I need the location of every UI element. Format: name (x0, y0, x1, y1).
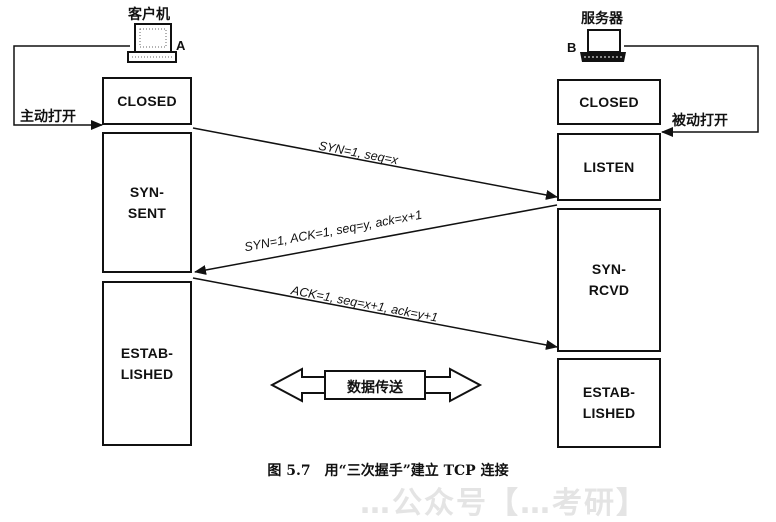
client-computer-icon (127, 23, 177, 63)
syn-arrow (192, 127, 558, 200)
client-title: 客户机 (128, 7, 170, 23)
client-state-closed: CLOSED (102, 77, 192, 125)
watermark-text: …公众号【…考研】 (360, 486, 648, 521)
diagram-canvas (13, 23, 759, 403)
server-computer-icon (580, 29, 626, 62)
server-state-established: ESTAB- LISHED (557, 358, 661, 448)
client-action-label: 主动打开 (20, 109, 76, 125)
figure-caption: 图 5.7 用“三次握手”建立 TCP 连接 (267, 463, 509, 479)
server-state-syn-rcvd: SYN- RCVD (557, 208, 661, 352)
data-transfer-box (324, 370, 426, 400)
client-state-established: ESTAB- LISHED (102, 281, 192, 446)
server-state-listen: LISTEN (557, 133, 661, 201)
server-tag: B (567, 40, 577, 55)
syn-ack-arrow (194, 204, 558, 275)
server-action-label: 被动打开 (672, 113, 728, 129)
tcp-three-way-handshake-diagram: 客户机 A 主动打开 服务器 B 被动打开 CLOSED SYN- SENT E… (13, 7, 759, 521)
passive-open-arrow (624, 45, 759, 137)
server-state-closed: CLOSED (557, 79, 661, 125)
ack-arrow (192, 277, 558, 350)
client-tag: A (176, 38, 186, 53)
server-title: 服务器 (581, 11, 623, 27)
data-transfer-label: 数据传送 (347, 380, 403, 396)
client-state-syn-sent: SYN- SENT (102, 132, 192, 273)
active-open-arrow (13, 45, 130, 130)
